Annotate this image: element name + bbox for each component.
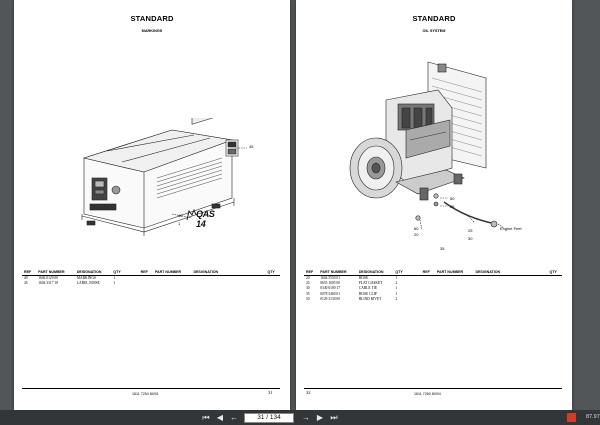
row-designation: HOSE xyxy=(358,276,369,280)
row-qty: 1 xyxy=(395,276,398,280)
engine-feet-label: Engine Feet xyxy=(500,226,522,231)
page-subtitle: OIL SYSTEM xyxy=(422,29,446,33)
parts-table: REF PART NUMBER DESIGNATION QTY REF PART… xyxy=(22,270,280,286)
col-part-number: PART NUMBER xyxy=(318,270,357,276)
row-ref: 45 xyxy=(24,281,28,286)
callout-55: 55 xyxy=(450,204,455,209)
table-row: 40 1604 0129 00 MARKINGS 1 xyxy=(22,276,280,282)
col-part-number: PART NUMBER xyxy=(36,270,75,276)
row-qty: 2 xyxy=(395,281,398,286)
table-row: 45 1604 3317 18 LABEL NOISE 1 xyxy=(22,281,280,286)
row-qty: 1 xyxy=(113,281,116,286)
row-part-number: 0078 5460 01 xyxy=(320,291,341,296)
engine-drawing xyxy=(349,61,505,231)
left-page: STANDARD MARKINGS xyxy=(14,0,290,410)
page-title: STANDARD xyxy=(412,14,456,23)
col-qty: QTY xyxy=(111,270,139,276)
previous-arrow-icon[interactable]: ← xyxy=(230,413,238,422)
page-number: 31 xyxy=(268,390,273,395)
parts-table: REF PART NUMBER DESIGNATION QTY REF PART… xyxy=(304,270,562,302)
decal-text: QAS 14 xyxy=(196,209,215,229)
row-part-number: 0340 6100 17 xyxy=(320,286,341,291)
row-part-number: 1604 5550 01 xyxy=(320,276,341,280)
doc-number: 1611 7254 80/01 xyxy=(132,392,159,396)
row-part-number: 1604 0129 00 xyxy=(38,276,59,280)
right-page: STANDARD OIL SYSTEM xyxy=(296,0,572,410)
footer-rule xyxy=(22,388,280,389)
row-qty: 1 xyxy=(113,276,116,280)
table-row: 30 0340 6100 17 CABLE TIE 1 xyxy=(304,286,562,291)
table-header-row: REF PART NUMBER DESIGNATION QTY REF PART… xyxy=(22,270,280,276)
col-designation: DESIGNATION xyxy=(191,270,266,276)
row-designation: LABEL NOISE xyxy=(76,281,100,286)
col-ref: REF xyxy=(22,270,37,276)
table-row: 50 0129 3130 00 BLIND RIVET 2 xyxy=(304,297,562,302)
col-part-number: PART NUMBER xyxy=(434,270,474,276)
callout-50: 50 xyxy=(450,196,455,201)
row-ref: 50 xyxy=(306,296,310,301)
col-ref: REF xyxy=(138,270,153,276)
col-ref: REF xyxy=(420,270,435,276)
page-subtitle: MARKINGS xyxy=(141,29,163,33)
resize-handle-icon[interactable] xyxy=(567,413,576,422)
row-designation: CABLE TIE xyxy=(358,286,378,291)
callout-40: 40 xyxy=(178,213,183,218)
generator-drawing xyxy=(81,118,247,236)
row-designation: FLAT GASKET xyxy=(358,281,383,286)
callout-1: 1 xyxy=(178,221,181,226)
page-title: STANDARD xyxy=(130,14,174,23)
col-qty: QTY xyxy=(265,270,280,276)
row-ref: 35 xyxy=(306,291,310,296)
table-row: 35 0078 5460 01 HOSE CLIP 1 xyxy=(304,292,562,297)
row-ref: 30 xyxy=(306,286,310,291)
zoom-level[interactable]: 87.97 xyxy=(586,414,600,420)
table-row: 25 0655 1005 00 FLAT GASKET 2 xyxy=(304,281,562,286)
viewer-toolbar: ⏮ ◀ ← 31 / 134 → ▶ ⏭ 87.97 xyxy=(0,410,600,425)
next-page-icon[interactable]: ▶ xyxy=(316,413,324,422)
page-number-input[interactable]: 31 / 134 xyxy=(244,412,294,423)
table-header-row: REF PART NUMBER DESIGNATION QTY REF PART… xyxy=(304,270,562,276)
callout-35: 35 xyxy=(440,246,445,251)
col-part-number: PART NUMBER xyxy=(152,270,192,276)
row-designation: MARKINGS xyxy=(76,276,96,280)
col-designation: DESIGNATION xyxy=(473,270,548,276)
row-ref: 20 xyxy=(306,276,310,280)
col-qty: QTY xyxy=(547,270,562,276)
callout-25: 25 xyxy=(468,228,473,233)
row-designation: HOSE CLIP xyxy=(358,291,377,296)
callout-60: 60 xyxy=(414,226,419,231)
model-decal: QAS 14 xyxy=(186,209,222,229)
last-page-icon[interactable]: ⏭ xyxy=(330,413,338,422)
col-ref: REF xyxy=(304,270,319,276)
row-qty: 1 xyxy=(395,291,398,296)
col-qty: QTY xyxy=(393,270,421,276)
col-designation: DESIGNATION xyxy=(356,270,394,276)
first-page-icon[interactable]: ⏮ xyxy=(202,413,210,422)
footer-rule xyxy=(304,388,562,389)
previous-page-icon[interactable]: ◀ xyxy=(216,413,224,422)
table-row: 20 1604 5550 01 HOSE 1 xyxy=(304,276,562,282)
col-designation: DESIGNATION xyxy=(74,270,112,276)
row-qty: 2 xyxy=(395,296,398,301)
row-part-number: 0129 3130 00 xyxy=(320,296,341,301)
callout-45: 45 xyxy=(249,144,254,149)
doc-number: 1611 7260 80/04 xyxy=(414,392,441,396)
page-number: 32 xyxy=(306,390,311,395)
row-part-number: 1604 3317 18 xyxy=(38,281,59,286)
row-ref: 40 xyxy=(24,276,28,280)
row-designation: BLIND RIVET xyxy=(358,296,382,301)
next-arrow-icon[interactable]: → xyxy=(302,413,310,422)
row-qty: 1 xyxy=(395,286,398,291)
callout-30: 30 xyxy=(468,236,473,241)
row-part-number: 0655 1005 00 xyxy=(320,281,341,286)
callout-20: 20 xyxy=(414,232,419,237)
row-ref: 25 xyxy=(306,281,310,286)
